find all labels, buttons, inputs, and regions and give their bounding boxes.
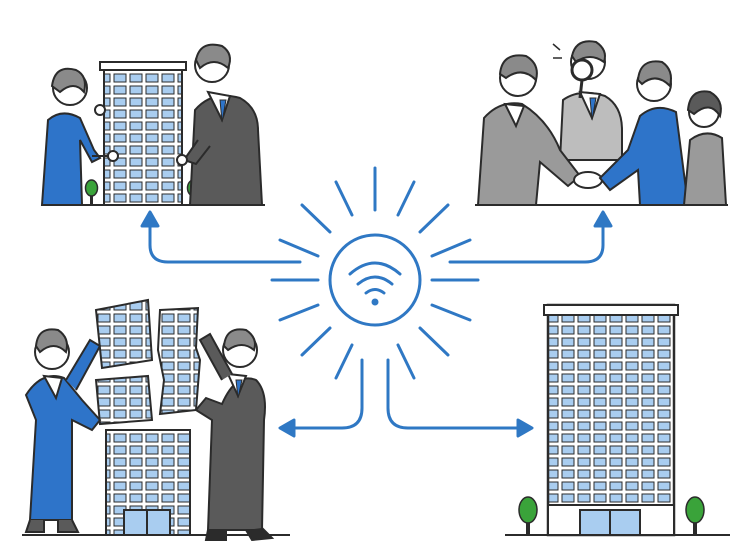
- panel-building-handover: [40, 43, 265, 206]
- person-woman: [40, 67, 119, 206]
- person-man: [176, 43, 264, 206]
- wifi-icon: [348, 261, 402, 306]
- tree-icon: [84, 179, 99, 205]
- person-inspector: [552, 40, 623, 161]
- arrow-top-right: [448, 210, 613, 264]
- person-woman-right: [682, 90, 728, 206]
- person-man-gray: [194, 328, 275, 542]
- arrow-bottom-left: [278, 358, 364, 438]
- panel-handshake-inspection: [475, 40, 728, 206]
- building-piece: [94, 298, 154, 370]
- building-icon: [543, 303, 679, 537]
- arrow-top-left: [140, 210, 302, 264]
- person-man-blue: [24, 328, 102, 533]
- building-piece: [94, 374, 154, 426]
- panel-building-assembly: [22, 298, 290, 542]
- person-man-left: [476, 54, 582, 206]
- person-man-right: [598, 60, 690, 206]
- tree-icon: [518, 496, 538, 535]
- handshake: [573, 171, 603, 189]
- sun-rays: [270, 166, 480, 380]
- panel-tall-building: [505, 303, 730, 537]
- building-icon: [105, 429, 191, 536]
- magnifier-icon: [570, 58, 594, 99]
- arrow-bottom-right: [386, 358, 534, 438]
- tree-icon: [685, 496, 705, 535]
- building-piece: [156, 306, 202, 416]
- wifi-circle: [328, 233, 422, 327]
- building-icon: [99, 61, 187, 206]
- wifi-hub: [140, 166, 613, 438]
